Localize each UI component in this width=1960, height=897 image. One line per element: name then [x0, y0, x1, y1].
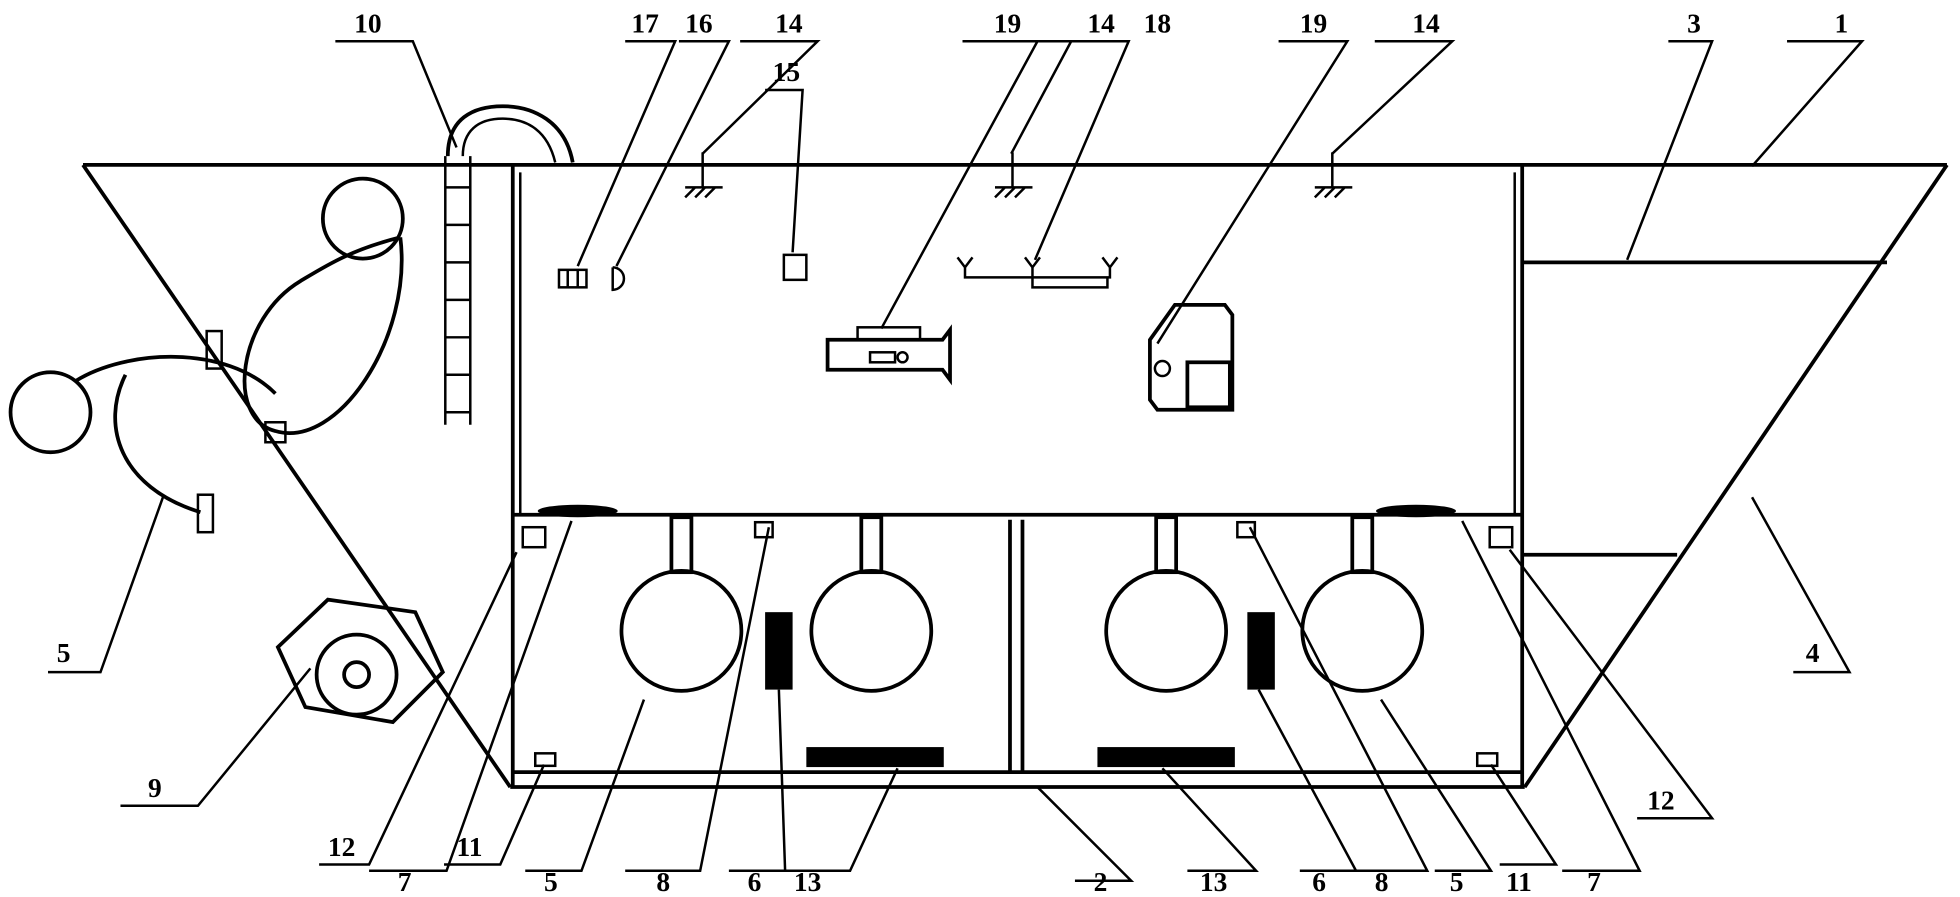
label-3: 3 — [1687, 8, 1701, 38]
tanks — [619, 515, 1425, 693]
label-4: 4 — [1806, 638, 1820, 668]
label-7: 7 — [398, 867, 412, 897]
camera-icon — [825, 324, 952, 386]
ladder — [444, 104, 575, 425]
label-16: 16 — [685, 8, 712, 38]
label-6: 6 — [748, 867, 762, 897]
label-17: 17 — [631, 8, 659, 38]
blocks — [537, 504, 1456, 768]
label-19: 19 — [994, 8, 1021, 38]
video-camera-icon — [1148, 302, 1235, 412]
label-19: 19 — [1300, 8, 1327, 38]
label-12: 12 — [328, 832, 355, 862]
label-14: 14 — [1412, 8, 1440, 38]
label-13: 13 — [794, 867, 821, 897]
label-10: 10 — [354, 8, 381, 38]
label-7: 7 — [1587, 867, 1601, 897]
label-2: 2 — [1094, 867, 1108, 897]
hull-outline — [81, 163, 1949, 789]
label-8: 8 — [1375, 867, 1389, 897]
label-5: 5 — [57, 638, 71, 668]
label-1: 1 — [1835, 8, 1849, 38]
label-5: 5 — [544, 867, 558, 897]
sensors — [521, 520, 1514, 768]
label-9: 9 — [148, 773, 162, 803]
label-5: 5 — [1450, 867, 1464, 897]
label-11: 11 — [457, 832, 483, 862]
small-devices — [557, 253, 1119, 292]
label-14: 14 — [1087, 8, 1115, 38]
lifebuoys-hoses — [8, 176, 405, 534]
ground-symbols — [684, 152, 1353, 199]
part-labels: 10 17 16 14 15 19 14 18 19 14 3 1 5 9 4 … — [57, 8, 1848, 896]
label-6: 6 — [1312, 867, 1326, 897]
label-14: 14 — [775, 8, 803, 38]
label-11: 11 — [1506, 867, 1532, 897]
label-15: 15 — [773, 57, 800, 87]
winch — [275, 597, 446, 725]
label-12: 12 — [1647, 786, 1674, 816]
label-18: 18 — [1144, 8, 1171, 38]
label-13: 13 — [1200, 867, 1227, 897]
leader-lines — [48, 39, 1865, 883]
label-8: 8 — [656, 867, 670, 897]
